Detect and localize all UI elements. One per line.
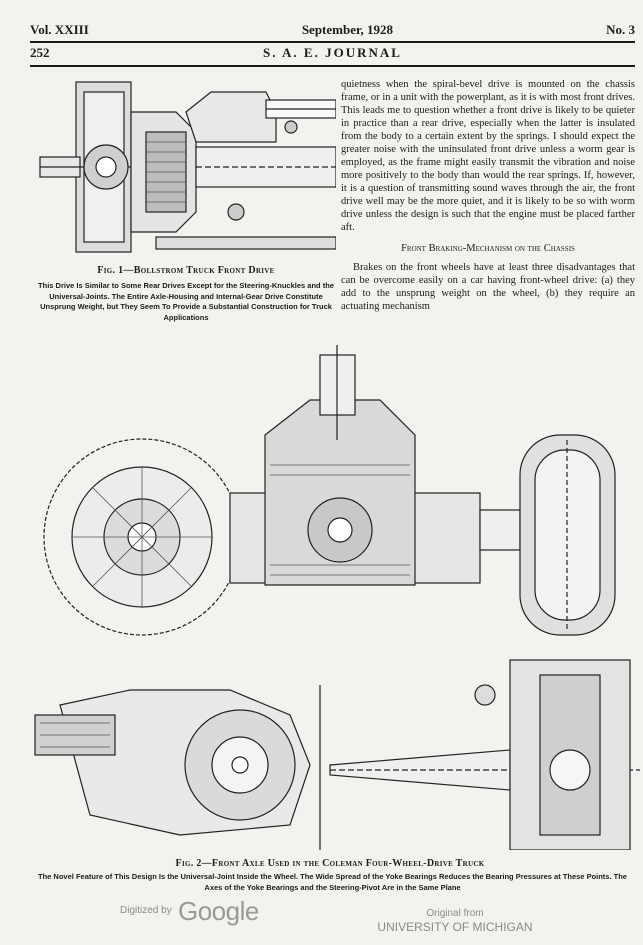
google-logo: Google [178,896,259,926]
section-heading: Front Braking-Mechanism on the Chassis [401,243,575,254]
page-number: 252 [30,45,50,60]
volume-label: Vol. XXIII [30,22,89,37]
journal-title-row: 252 S. A. E. JOURNAL [30,45,635,63]
fig2-title: Fig. 2—Front Axle Used in the Coleman Fo… [175,858,485,869]
journal-title: S. A. E. JOURNAL [263,45,402,60]
header-rule-bottom [30,65,635,67]
fig1-caption: This Drive Is Similar to Some Rear Drive… [38,281,334,322]
digitized-by-label: Digitized by [120,905,172,916]
original-from-label: Original from [426,908,484,919]
article-column-right: quietness when the spiral-bevel drive is… [341,78,635,313]
paragraph-quietness: quietness when the spiral-bevel drive is… [341,79,635,233]
issue-date: September, 1928 [301,22,394,37]
library-name: UNIVERSITY OF MICHIGAN [377,920,533,934]
fig2-caption: The Novel Feature of This Design Is the … [38,872,627,892]
header-rule-top [30,41,635,43]
running-header: Vol. XXIII September, 1928 No. 3 [30,22,635,38]
fig2-drawing [34,345,640,850]
fig1-drawing [39,81,336,253]
paragraph-brakes: Brakes on the front wheels have at least… [341,262,635,312]
fig1-title: Fig. 1—Bollstrom Truck Front Drive [97,265,275,276]
issue-number: No. 3 [606,22,635,37]
